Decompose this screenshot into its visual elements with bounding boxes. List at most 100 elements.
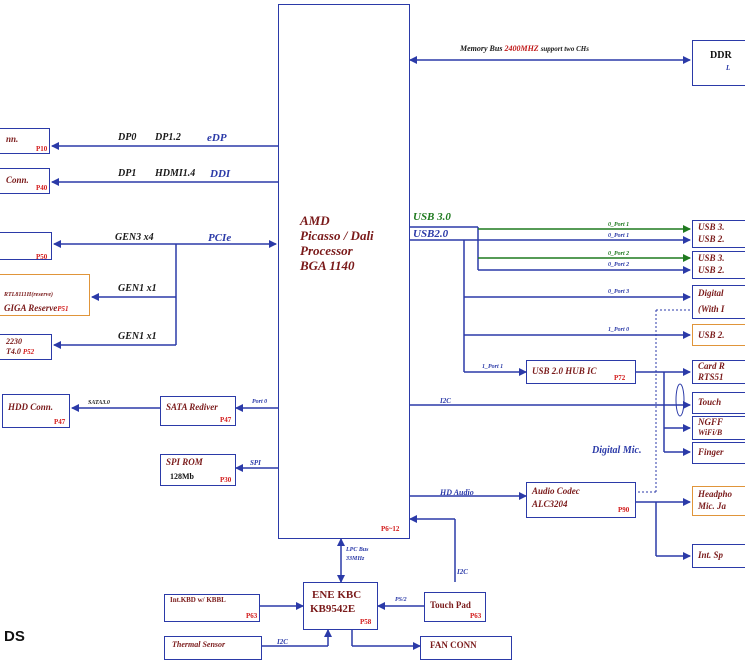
touchpad-page: P63 [470,612,482,620]
gen1b-label: GEN1 x1 [118,331,157,342]
dp0-label: DP0 [118,132,137,143]
spi-rom-page: P30 [220,476,232,484]
usb20-label: USB2.0 [413,228,449,240]
intkbd-label: Int.KBD w/ KBBL [170,596,226,604]
spi-rom-label: SPI ROM [166,457,203,467]
touchpad-box [424,592,486,622]
hd-audio-label: HD Audio [440,488,474,497]
lpc-bus-label-2: 33MHz [346,556,365,562]
cpu-title-line2: Picasso / Dali [300,228,374,243]
usb-port-label-3: 0_Port 2 [608,251,630,257]
audio-codec-page: P90 [618,506,630,514]
edp-label: eDP [207,132,227,144]
lan-label-1: RTL8111H(reserve) [4,292,53,298]
kbc-label-1: ENE KBC [312,589,362,601]
usb2-box-label: USB 2. [698,330,725,340]
cpu-page-ref: P6~12 [381,525,400,533]
usb-port-label-6: 1_Port 0 [608,327,630,333]
cpu-box [278,4,410,539]
sata-rediver-label: SATA Rediver [166,402,218,412]
cpu-title-line3: Processor [300,243,353,258]
spi-rom-box [160,454,236,486]
finger-label: Finger [698,447,724,457]
touchpad-label: Touch Pad [430,600,471,610]
headphone-label-a: Headpho [698,489,733,499]
sata-port-label: Port 0 [252,399,268,405]
cpu-title-line1: AMD [300,213,330,228]
touch-box [692,392,745,414]
m2-box [0,334,52,360]
sata-rediver-page: P47 [220,416,232,424]
kbc-page: P58 [360,618,372,626]
usb30-label: USB 3.0 [413,211,451,223]
digital-camera-label-b: (With I [698,304,725,314]
memory-bus-label: Memory Bus 2400MHZ support two CHs [460,44,589,53]
spi-rom-size: 128Mb [170,472,194,481]
audio-codec-label-1: Audio Codec [532,486,580,496]
lan-box [0,274,90,316]
usb2-box [692,324,745,346]
ngff-label-a: NGFF [698,417,724,427]
usb3-box-1 [692,220,745,248]
hdmi-conn-page: P40 [36,184,48,192]
intkbd-page: P63 [246,612,258,620]
intkbd-box [164,594,260,622]
headphone-box [692,486,745,516]
ddr-sub: L [726,64,731,72]
usb-hub-label: USB 2.0 HUB IC [532,366,597,376]
ngff-box [692,416,745,440]
headphone-label-b: Mic. Ja [698,501,726,511]
digital-camera-box [692,285,745,319]
pcie-label: PCIe [208,232,232,244]
usb-port-label-7: 1_Port 1 [482,364,504,370]
usb-port-label-4: 0_Port 2 [608,262,630,268]
ddi-label: DDI [210,168,231,180]
thermal-label: Thermal Sensor [172,640,226,649]
card-reader-box [692,360,745,384]
ssd-page: P50 [36,253,48,261]
usb-port-label-1: 0_Port 1 [608,222,630,228]
ps2-label: PS/2 [395,597,407,603]
touchpad-i2c-label: I2C [457,568,468,576]
edp-conn-label: nn. [6,134,19,144]
audio-codec-box [526,482,636,518]
usb-port-label-2: 0_Port 1 [608,233,630,239]
edp-conn-box [0,128,50,154]
usb-hub-box [526,360,636,384]
footer-text: DS [4,628,25,645]
m2-label-1: 2230 [6,337,22,346]
usb-hub-page: P72 [614,374,626,382]
lpc-bus-label-1: LPC Bus [346,547,369,553]
sata-label: SATA3.0 [88,400,110,406]
hdd-conn-label: HDD Conn. [8,402,54,412]
hdd-conn-page: P47 [54,418,66,426]
dp1-label: DP1 [118,168,137,179]
usb3-box-2-label-b: USB 2. [698,265,725,275]
usb3-box-2-label-a: USB 3. [698,253,725,263]
ddr-label: DDR [710,50,732,61]
audio-codec-label-2: ALC3204 [532,499,568,509]
hdmi-label: HDMI1.4 [155,168,196,179]
edp-conn-page: P10 [36,145,48,153]
speaker-box [692,544,745,568]
card-reader-label-b: RTS51 [698,372,724,382]
kbc-label-2: KB9542E [310,603,356,615]
m2-label-2: T4.0 P52 [6,347,35,356]
usb3-box-1-label-a: USB 3. [698,222,725,232]
cpu-title-line4: BGA 1140 [300,258,355,273]
ssd-box [0,232,52,260]
hdmi-conn-label: Conn. [6,175,29,185]
thermal-i2c-label: I2C [277,638,288,646]
i2c-touch-label: I2C [440,397,451,405]
dp12-label: DP1.2 [155,132,181,143]
spi-bus-label: SPI [250,459,261,467]
digital-camera-label-a: Digital [698,288,724,298]
card-reader-label-a: Card R [698,361,725,371]
sata-rediver-box [160,396,236,426]
finger-box [692,442,745,464]
hdd-conn-box [2,394,70,428]
usb3-box-1-label-b: USB 2. [698,234,725,244]
usb3-box-2 [692,251,745,279]
speaker-label: Int. Sp [698,550,724,560]
